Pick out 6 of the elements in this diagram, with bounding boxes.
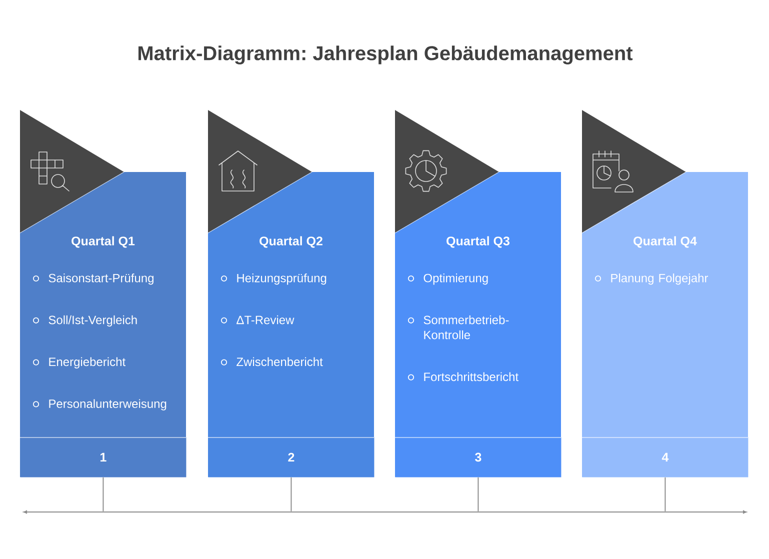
connector-line — [478, 476, 479, 512]
connector-line — [290, 476, 292, 512]
connector-line — [102, 476, 104, 512]
timeline-axis — [23, 510, 747, 514]
title: Matrix-Diagramm: Jahresplan Gebäudemanagement — [138, 46, 633, 64]
connector-line — [664, 476, 666, 512]
